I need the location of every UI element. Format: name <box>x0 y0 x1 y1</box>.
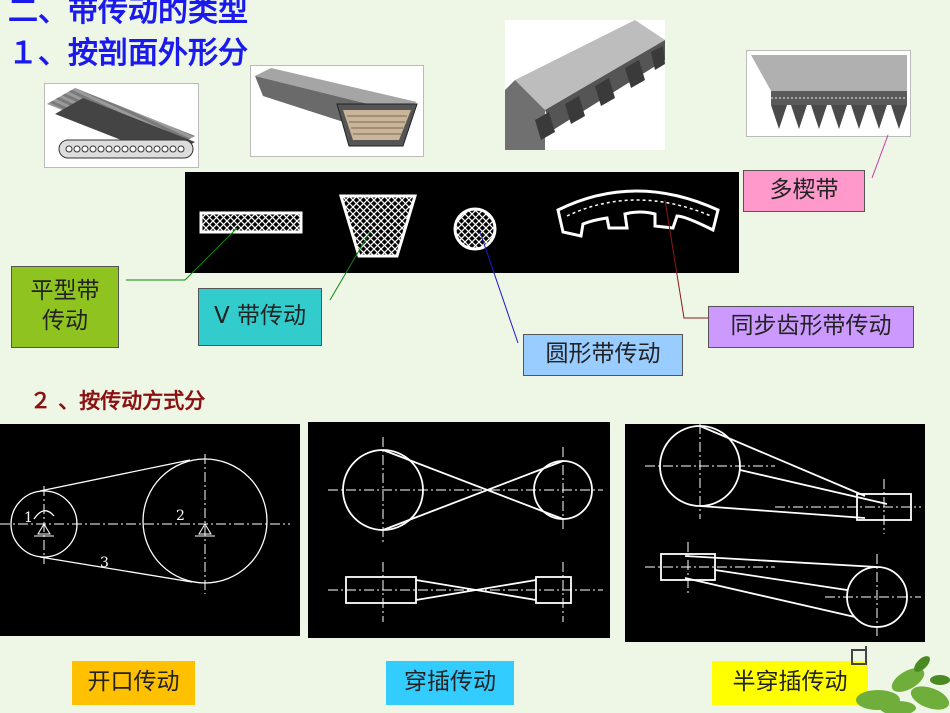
section-title-by-method: ２ 、按传动方式分 <box>30 389 206 413</box>
half-cross-drive-diagram <box>625 424 925 642</box>
belt-number-3: 3 <box>100 555 109 571</box>
label-v-belt: V 带传动 <box>198 288 322 346</box>
v-belt-photo <box>250 65 424 157</box>
cross-drive-diagram <box>308 422 610 638</box>
multi-wedge-belt-photo <box>746 50 911 137</box>
label-flat-belt: 平型带 传动 <box>11 266 119 348</box>
label-multi-wedge-belt: 多楔带 <box>743 170 865 212</box>
pulley-number-1: 1 <box>24 510 33 526</box>
open-drive-diagram: 1 2 3 <box>0 424 300 636</box>
pulley-number-2: 2 <box>176 508 185 524</box>
label-open-drive: 开口传动 <box>72 661 195 705</box>
section-title-types: 二、带传动的类型 <box>8 0 248 29</box>
flat-belt-photo <box>44 83 199 168</box>
synchronous-belt-photo <box>505 20 665 150</box>
decorative-plant <box>851 646 950 713</box>
label-round-belt: 圆形带传动 <box>523 334 683 376</box>
cross-section-panel <box>185 172 739 273</box>
section-title-by-profile: １、按剖面外形分 <box>8 36 248 71</box>
label-sync-belt: 同步齿形带传动 <box>708 306 914 348</box>
label-cross-drive: 穿插传动 <box>386 661 514 705</box>
label-half-cross-drive: 半穿插传动 <box>712 661 868 705</box>
